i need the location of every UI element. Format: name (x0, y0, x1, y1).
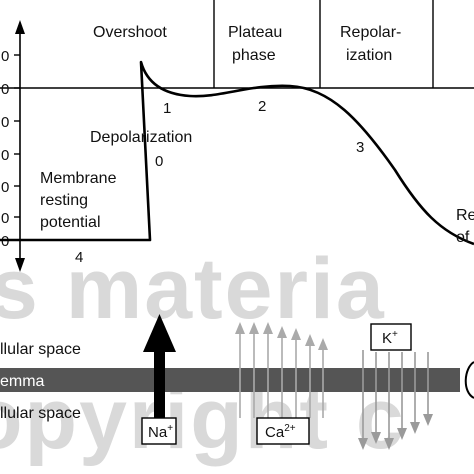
membrane-label: emma (0, 373, 45, 390)
y-tick-label-4: 0 (1, 147, 9, 164)
y-tick-label-3: 0 (1, 114, 9, 131)
phase-number-0: 0 (155, 153, 163, 170)
y-tick-label-2: 0 (1, 81, 9, 98)
ca-ion-box (256, 417, 310, 445)
plateau-label-line2: phase (232, 47, 276, 64)
y-axis-arrow-up (15, 20, 25, 34)
membrane-band (0, 368, 460, 392)
ca-ion-label: Ca2+ (265, 423, 296, 441)
y-ticks (14, 54, 20, 241)
na-ion-box (141, 417, 177, 445)
y-tick-label-1: 0 (1, 48, 9, 65)
phase-number-3: 3 (356, 139, 364, 156)
y-tick-label-7: 0 (1, 233, 9, 250)
watermark-line-1: s materia (0, 241, 386, 337)
phase-number-4: 4 (75, 249, 83, 266)
depolarization-label: Depolarization (90, 129, 192, 146)
k-arrows (358, 350, 433, 450)
y-tick-label-5: 0 (1, 179, 9, 196)
plateau-label-line1: Plateau (228, 24, 282, 41)
overshoot-label: Overshoot (93, 24, 167, 41)
na-arrow-head (143, 314, 176, 352)
na-ion-label: Na+ (148, 423, 173, 441)
k-ion-box (370, 323, 412, 351)
na-arrow-shaft (154, 346, 165, 418)
repolarization-label-line1: Repolar- (340, 24, 401, 41)
right-label-line1: Re (456, 207, 474, 224)
phase-number-1: 1 (163, 100, 171, 117)
y-tick-label-6: 0 (1, 210, 9, 227)
repolarization-label-line2: ization (346, 47, 392, 64)
right-label-line2: of (456, 229, 470, 246)
resting-label-line1: Membrane (40, 170, 117, 187)
right-edge-bracket (464, 361, 474, 399)
resting-label-line2: resting (40, 192, 88, 209)
resting-label-line3: potential (40, 214, 101, 231)
extracellular-label: llular space (0, 341, 81, 358)
k-ion-label: K+ (382, 329, 398, 347)
y-axis-arrow-down (15, 258, 25, 272)
ca-arrows (235, 322, 328, 418)
phase-number-2: 2 (258, 98, 266, 115)
action-potential-curve (0, 60, 474, 246)
intracellular-label: llular space (0, 405, 81, 422)
